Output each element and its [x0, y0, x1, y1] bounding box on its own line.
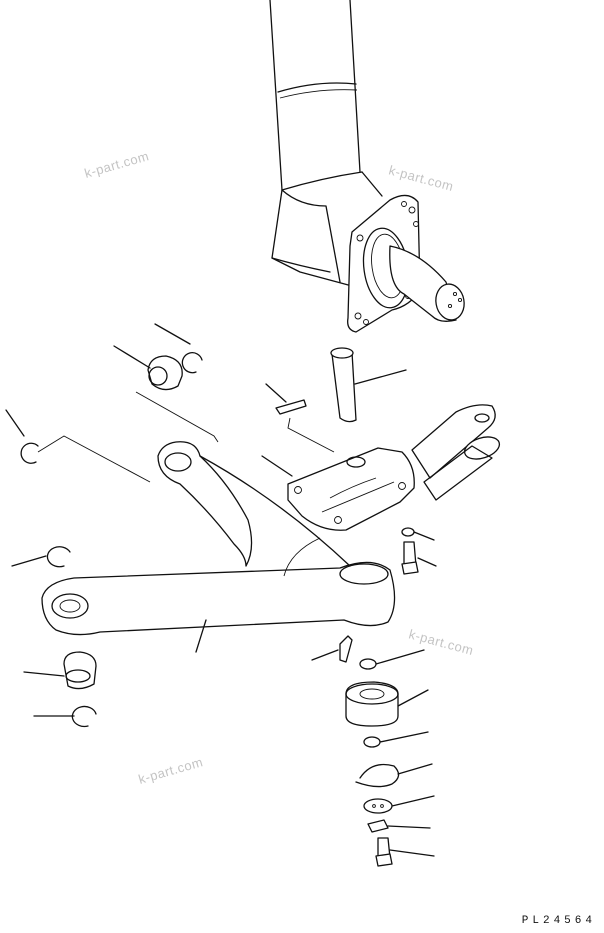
drawing-code: PL24564: [521, 915, 596, 927]
far-left-snap-ring: [5, 409, 39, 464]
bolt-lower: [375, 837, 435, 867]
washer-small: [401, 527, 435, 541]
bracket-plate: [261, 404, 501, 531]
watermark-text-4: k-part.com: [137, 754, 205, 787]
lower-right-snap-ring: [355, 763, 433, 788]
watermark-text-3: k-part.com: [407, 626, 475, 658]
left-snap-ring: [11, 546, 71, 568]
shim-upper: [359, 649, 425, 670]
lower-bushing: [23, 651, 97, 690]
watermark-text-2: k-part.com: [387, 162, 455, 194]
cover-plate: [363, 795, 435, 814]
key-part: [265, 383, 335, 453]
bearing: [345, 681, 429, 727]
watermark-text-1: k-part.com: [83, 148, 151, 181]
knuckle-housing: [269, 0, 383, 287]
shim-lower: [363, 731, 429, 748]
king-pin: [330, 347, 407, 423]
spindle: [389, 245, 465, 322]
upper-bushing: [113, 345, 183, 391]
leader-bracket-left: [37, 435, 151, 483]
bolt-upper: [401, 541, 437, 575]
grease-fitting: [311, 635, 353, 663]
leader-bracket-upper: [135, 391, 219, 443]
lock-plate: [367, 819, 431, 833]
lower-snap-ring: [33, 705, 97, 728]
upper-snap-ring: [154, 323, 203, 374]
steering-arm: [41, 441, 396, 653]
